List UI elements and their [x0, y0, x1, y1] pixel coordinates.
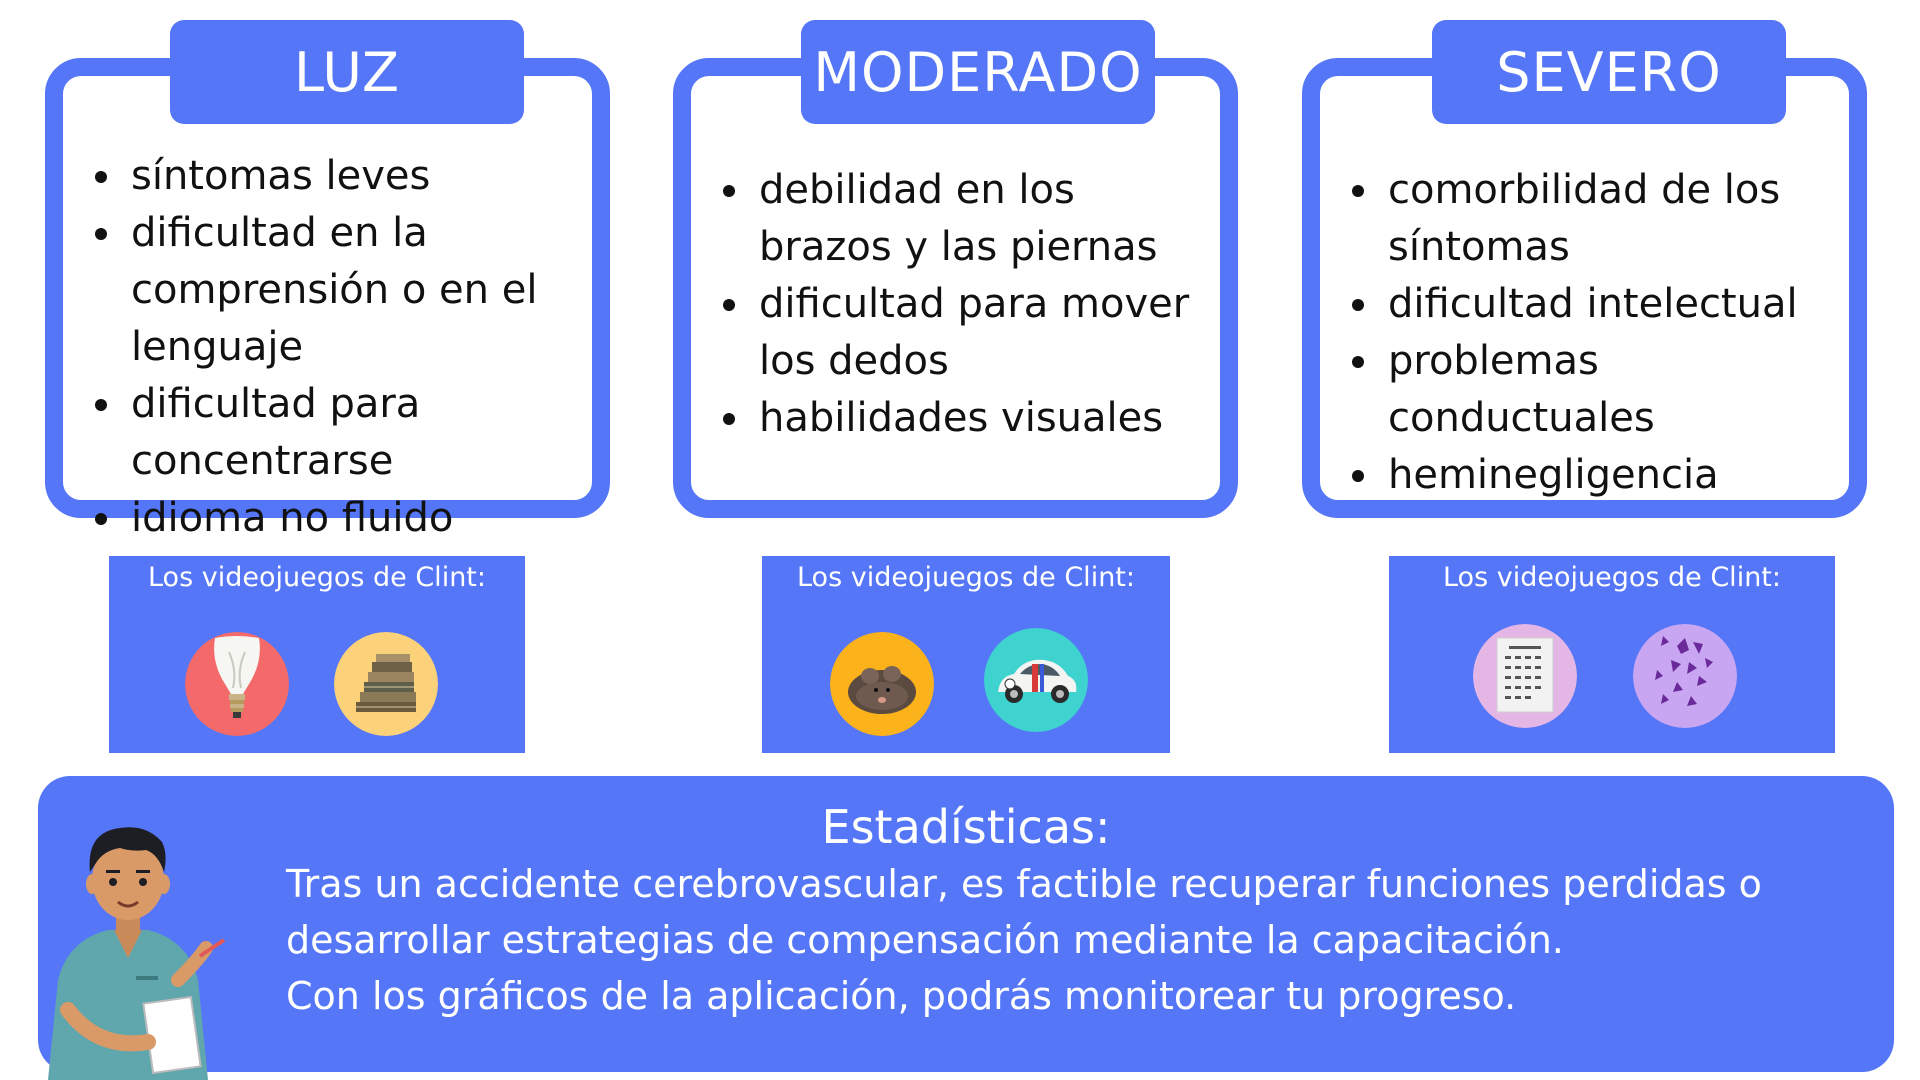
letter-chart-icon[interactable]: [1473, 624, 1577, 728]
stats-line: Tras un accidente cerebrovascular, es fa…: [286, 862, 1762, 906]
symptom-item: debilidad en los brazos y las piernas: [723, 162, 1204, 276]
symptom-list-moderado: debilidad en los brazos y las piernas di…: [723, 162, 1204, 447]
symptom-list-luz: síntomas leves dificultad en la comprens…: [95, 148, 576, 547]
symptom-item: dificultad intelectual: [1352, 276, 1833, 333]
games-label: Los videojuegos de Clint:: [1442, 562, 1781, 593]
symptom-item: idioma no fluido: [95, 490, 576, 547]
stats-line: Con los gráficos de la aplicación, podrá…: [286, 974, 1517, 1018]
mouse-icon[interactable]: [830, 632, 934, 736]
stats-line: desarrollar estrategias de compensación …: [286, 918, 1564, 962]
car-icon[interactable]: [984, 628, 1088, 732]
card-title-luz: LUZ: [170, 20, 524, 124]
games-panel-severo: Los videojuegos de Clint:: [1389, 556, 1835, 753]
card-moderado: debilidad en los brazos y las piernas di…: [673, 58, 1238, 518]
symptom-item: comorbilidad de los síntomas: [1352, 162, 1833, 276]
person-avatar-illustration: [48, 827, 226, 1080]
symptom-item: síntomas leves: [95, 148, 576, 205]
card-title-moderado: MODERADO: [801, 20, 1155, 124]
games-label: Los videojuegos de Clint:: [147, 562, 486, 593]
symptom-item: problemas conductuales: [1352, 333, 1833, 447]
books-icon[interactable]: [334, 632, 438, 736]
stats-panel: Estadísticas: Tras un accidente cerebrov…: [38, 776, 1894, 1072]
card-luz: síntomas leves dificultad en la comprens…: [45, 58, 610, 541]
symptom-list-severo: comorbilidad de los síntomas dificultad …: [1352, 162, 1833, 504]
card-severo: comorbilidad de los síntomas dificultad …: [1302, 58, 1867, 518]
symptom-item: habilidades visuales: [723, 390, 1204, 447]
symptom-item: dificultad para concentrarse: [95, 376, 576, 490]
stats-title: Estadísticas:: [821, 800, 1111, 854]
games-panel-moderado: Los videojuegos de Clint:: [762, 556, 1170, 753]
games-label: Los videojuegos de Clint:: [796, 562, 1135, 593]
scattered-shapes-icon[interactable]: [1633, 624, 1737, 728]
card-title-severo: SEVERO: [1432, 20, 1786, 124]
lightbulb-icon[interactable]: [185, 632, 289, 736]
symptom-item: dificultad para mover los dedos: [723, 276, 1204, 390]
games-panel-luz: Los videojuegos de Clint:: [109, 556, 525, 753]
symptom-item: dificultad en la comprensión o en el len…: [95, 205, 576, 376]
symptom-item: heminegligencia: [1352, 447, 1833, 504]
